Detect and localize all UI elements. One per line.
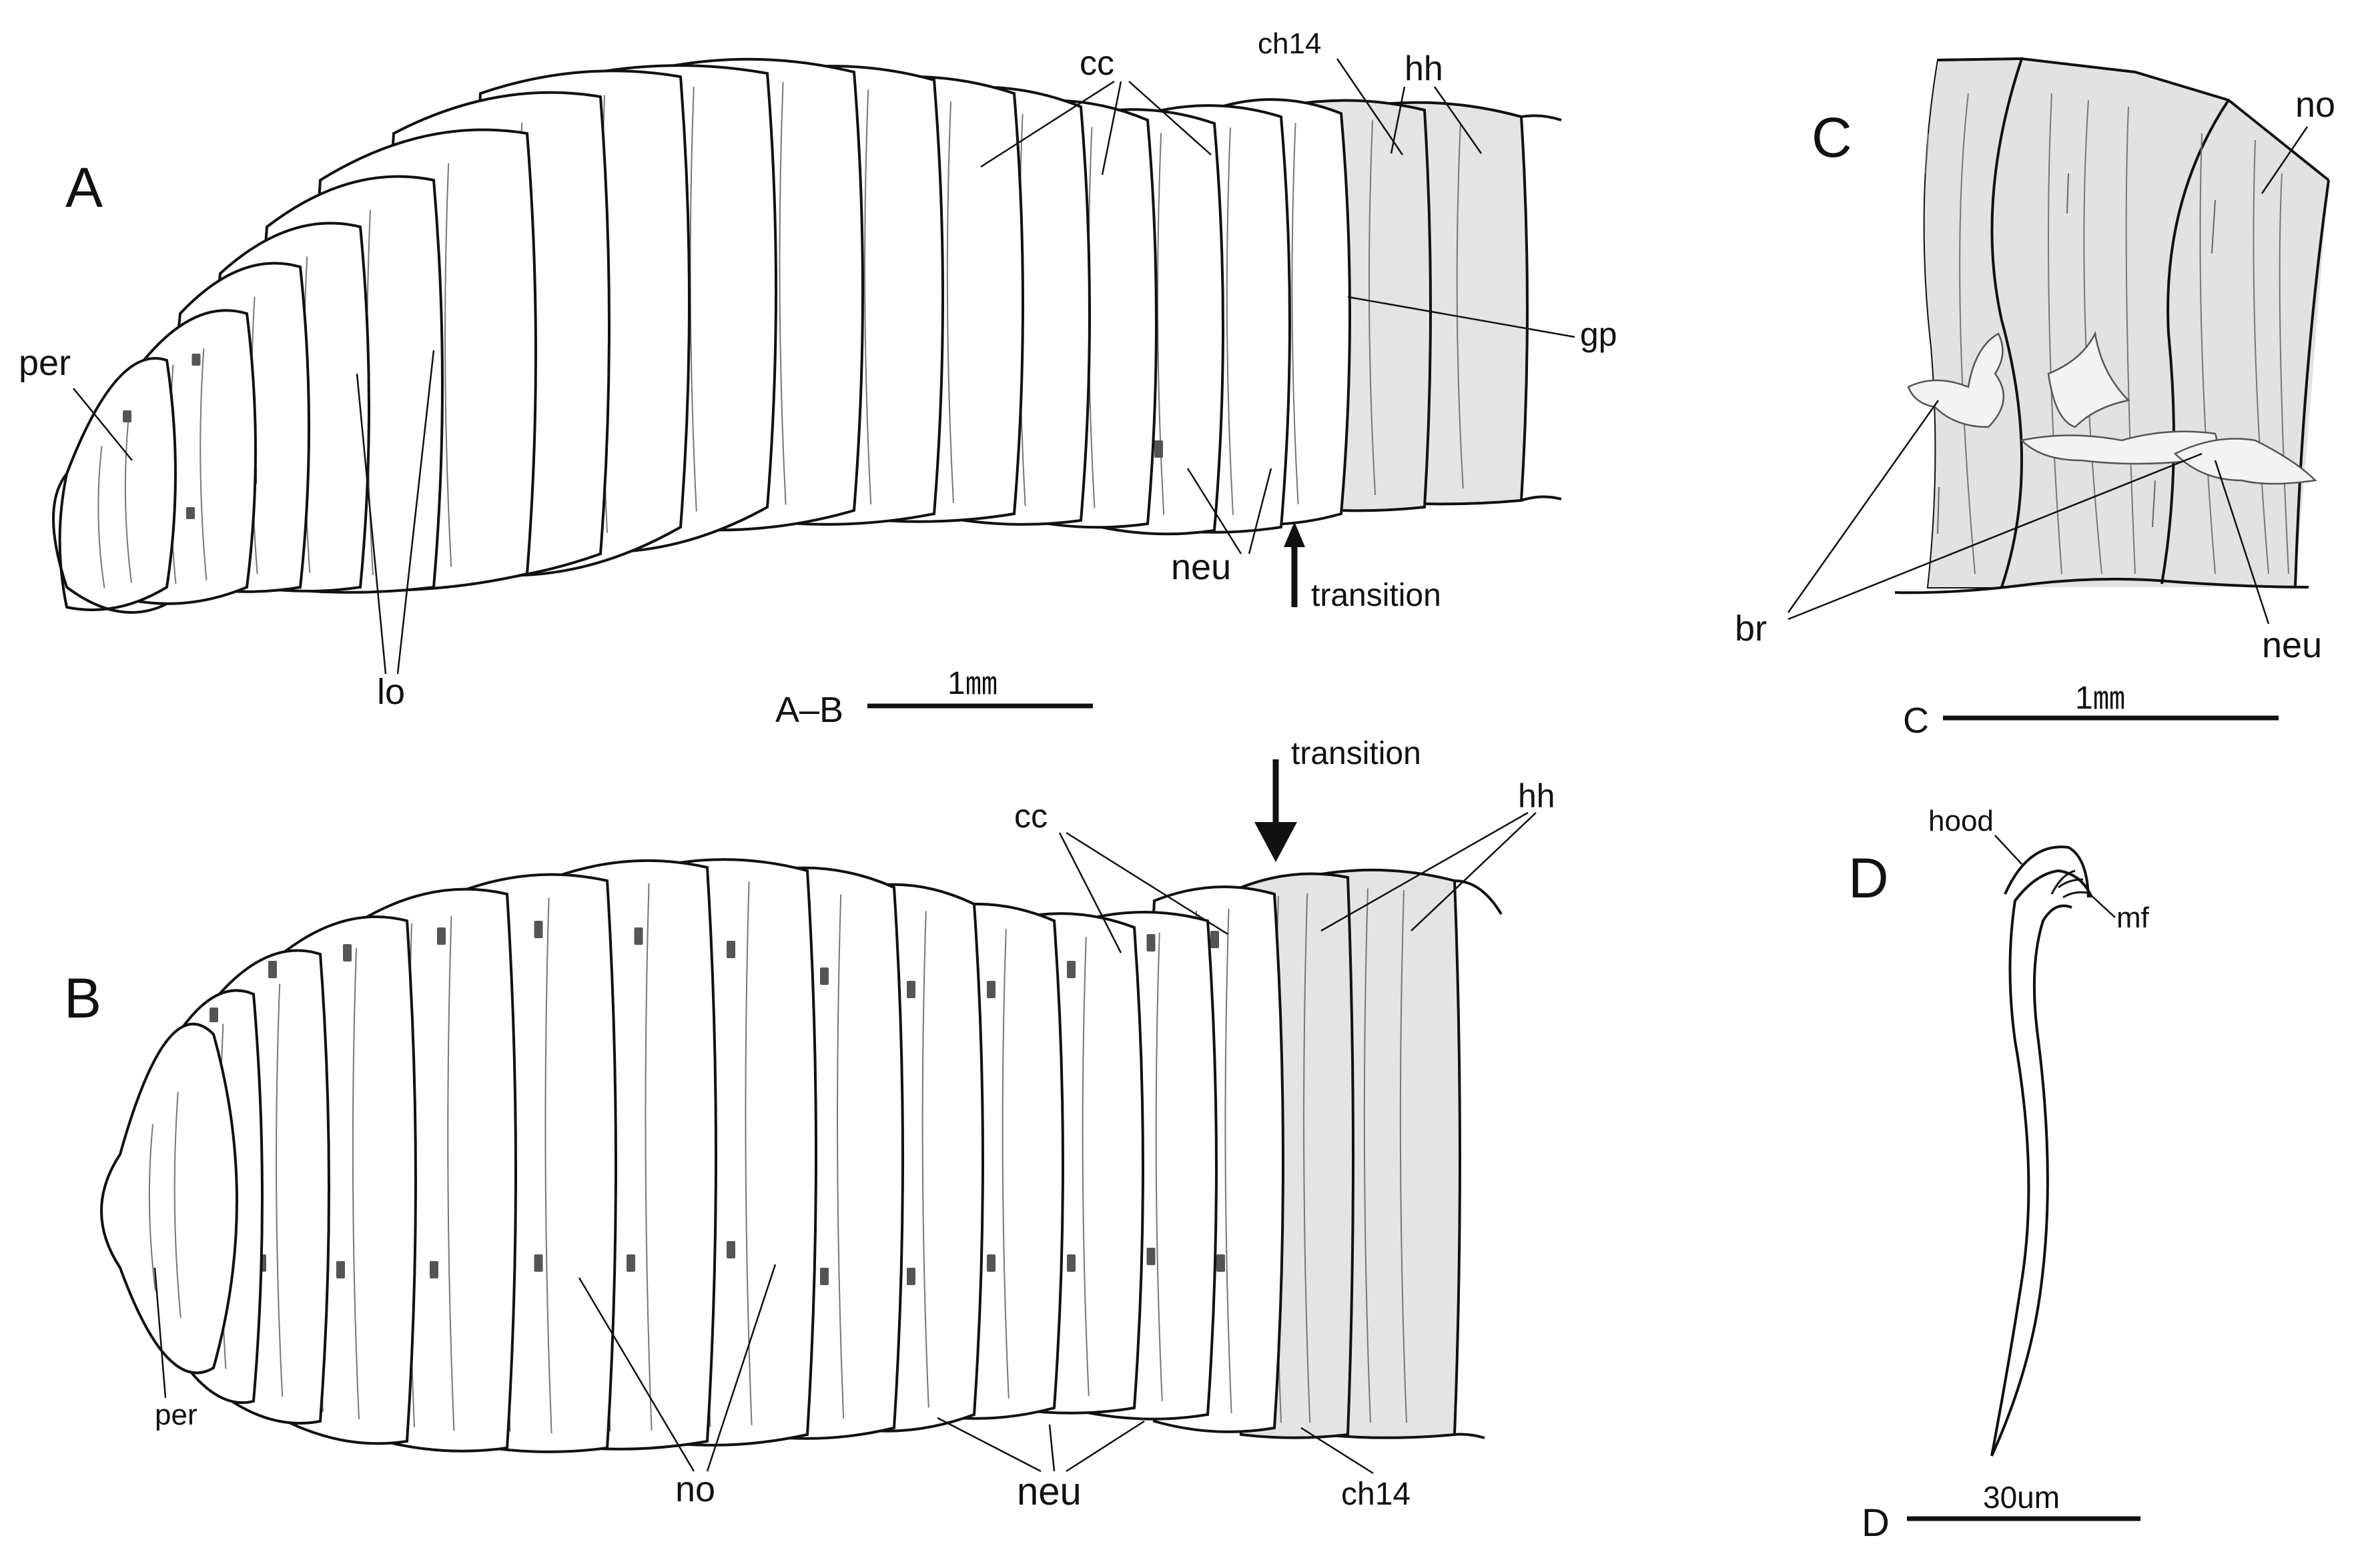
panel-c-labels: no br neu [1735,85,2335,665]
label-b-cc: cc [1014,797,1048,835]
label-d-hood: hood [1928,805,1994,837]
label-a-transition: transition [1311,578,1441,613]
panel-letter-a: A [65,156,103,219]
worm-b-segment-1 [100,1022,238,1375]
panel-d-labels: hood mf [1928,805,2150,934]
label-b-per: per [155,1399,197,1431]
label-b-neu: neu [1017,1470,1082,1513]
label-a-gp: gp [1580,316,1617,353]
label-c-no: no [2295,85,2335,125]
panel-d-leader-lines [1994,835,2116,918]
panel-letter-b: B [64,967,101,1030]
label-a-ch14: ch14 [1258,27,1321,60]
transition-arrow-a [1284,522,1305,607]
scalebar-ab-prefix: A–B [775,690,843,730]
label-b-ch14: ch14 [1341,1477,1411,1512]
label-c-br: br [1735,609,1767,649]
scalebar-c-value: 1㎜ [2075,681,2125,716]
label-b-transition: transition [1291,736,1421,771]
scalebar-c-prefix: C [1903,701,1929,741]
scalebar-d: D 30um [1862,1480,2140,1545]
worm-a-lateral [52,57,1562,614]
hooded-hook-chaeta [1990,845,2093,1457]
scalebar-c: C 1㎜ [1903,681,2279,741]
label-a-neu: neu [1171,547,1231,587]
worm-b-ventral [100,858,1503,1453]
scalebar-d-prefix: D [1862,1501,1890,1545]
panel-letter-c: C [1812,106,1852,169]
panel-letter-d: D [1848,847,1889,909]
label-a-lo: lo [377,672,405,712]
panel-b-labels: cc hh per no neu ch14 transition [155,736,1555,1513]
panel-a-leader-lines [73,58,1575,675]
label-b-hh: hh [1518,777,1555,815]
transition-arrow-b [1254,759,1297,862]
label-c-neu: neu [2262,625,2322,665]
label-a-per: per [19,343,71,383]
scalebar-d-value: 30um [1983,1480,2060,1515]
label-b-no: no [675,1469,715,1509]
panel-c-leader-lines [1787,126,2309,625]
label-a-hh: hh [1405,49,1443,88]
worm-a-segment-1 [58,356,177,611]
scalebar-ab-value: 1㎜ [947,666,998,701]
panel-b-leader-lines [153,811,1537,1475]
panel-c-branchial-segments [1894,57,2330,595]
label-a-cc: cc [1080,44,1114,83]
scalebar-ab: A–B 1㎜ [775,666,1093,730]
panel-a-labels: cc ch14 hh gp per lo neu transition [19,27,1617,712]
label-d-mf: mf [2116,901,2150,934]
